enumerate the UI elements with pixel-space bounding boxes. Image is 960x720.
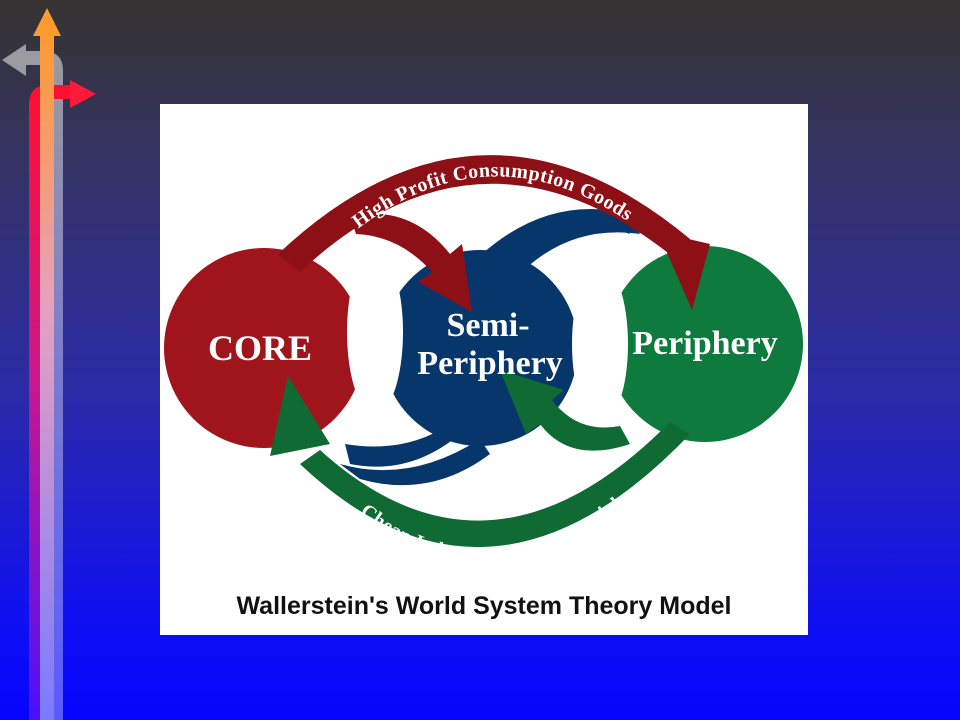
- semi-periphery-swoosh-bottom: [340, 439, 490, 486]
- bottom-flow-arrow: [300, 422, 690, 548]
- blue-upper-swoosh: [482, 209, 640, 274]
- top-flow-arrowhead: [658, 232, 710, 310]
- semi-periphery-label-line1: Semi-: [446, 307, 529, 344]
- semi-periphery-label-line2: Periphery: [417, 345, 562, 382]
- core-circle: [164, 248, 364, 448]
- periphery-to-semi-arrow: [500, 370, 630, 451]
- arrow-up-icon: [33, 8, 61, 720]
- top-flow-arrow: [278, 155, 690, 272]
- periphery-label: Periphery: [632, 325, 777, 362]
- periphery-circle: [607, 246, 803, 442]
- world-system-diagram: CORE Semi- Periphery Periphery High Prof…: [164, 155, 803, 567]
- decorative-arrows: [2, 8, 96, 720]
- diagram-panel: CORE Semi- Periphery Periphery High Prof…: [160, 104, 808, 635]
- core-to-semi-arrow: [350, 213, 472, 312]
- blue-lower-swoosh: [345, 424, 460, 467]
- bottom-flow-arrowhead: [270, 376, 330, 456]
- core-label: CORE: [208, 328, 312, 368]
- diagram-caption: Wallerstein's World System Theory Model: [236, 592, 732, 620]
